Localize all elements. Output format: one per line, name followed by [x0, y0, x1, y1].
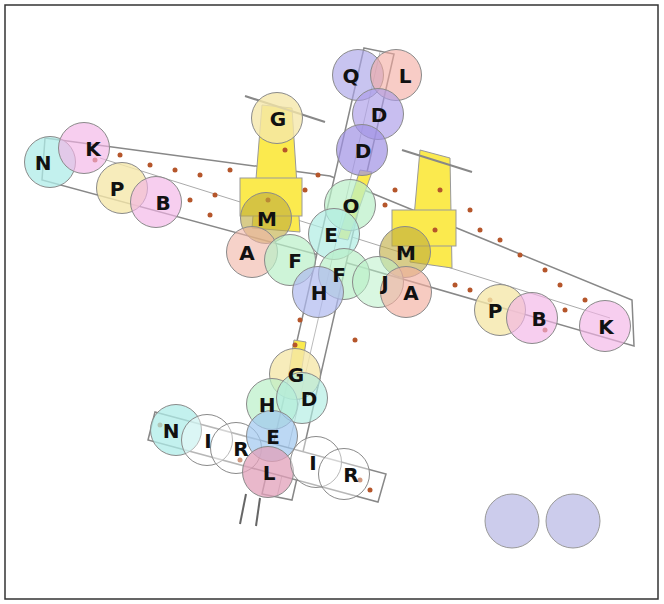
part-letter: D	[337, 125, 389, 177]
label-circle: A	[226, 226, 278, 278]
label-circle: R	[318, 448, 370, 500]
label-circle: I	[181, 414, 233, 466]
label-circle: N	[150, 404, 202, 456]
part-letter: E	[247, 411, 299, 463]
label-circle: K	[579, 300, 631, 352]
label-circle: I	[290, 436, 342, 488]
part-letter: R	[325, 449, 377, 501]
label-circle: F	[264, 234, 316, 286]
label-circle: A	[380, 266, 432, 318]
part-letter: N	[145, 405, 197, 457]
part-letter: K	[580, 301, 632, 353]
part-letter: E	[305, 209, 357, 261]
label-circle: P	[96, 162, 148, 214]
part-letter: L	[243, 447, 295, 499]
part-letter: I	[287, 437, 339, 489]
part-letter: P	[469, 285, 521, 337]
label-circle: Q	[332, 49, 384, 101]
part-letter: A	[385, 267, 437, 319]
label-circle: J	[352, 256, 404, 308]
label-circle: H	[246, 378, 298, 430]
part-letter: H	[241, 379, 293, 431]
part-letter: B	[137, 177, 189, 229]
part-letter: P	[91, 163, 143, 215]
label-circle: E	[246, 410, 298, 462]
label-circle: L	[242, 446, 294, 498]
part-letter: I	[182, 415, 234, 467]
part-letter: N	[17, 137, 69, 189]
label-circle: B	[130, 176, 182, 228]
label-circle: M	[379, 226, 431, 278]
label-circle: H	[292, 266, 344, 318]
part-letter: D	[353, 89, 405, 141]
label-circle: N	[24, 136, 76, 188]
label-circle: B	[506, 292, 558, 344]
label-circle: E	[308, 208, 360, 260]
part-letter: F	[269, 235, 321, 287]
part-letter: K	[67, 123, 119, 175]
part-letter: H	[293, 267, 345, 319]
part-letter: D	[283, 373, 335, 425]
label-circle: P	[474, 284, 526, 336]
part-letter: L	[379, 50, 431, 102]
label-circle: D	[336, 124, 388, 176]
part-letter: M	[241, 193, 293, 245]
part-letter: B	[513, 293, 565, 345]
label-circle: G	[251, 92, 303, 144]
part-letter: G	[252, 93, 304, 145]
part-letter: Q	[325, 50, 377, 102]
label-circle: D	[352, 88, 404, 140]
label-circle: M	[240, 192, 292, 244]
label-circle: R	[210, 422, 262, 474]
label-circle: K	[58, 122, 110, 174]
part-letter: J	[359, 257, 411, 309]
part-letter: A	[221, 227, 273, 279]
part-letter: R	[215, 423, 267, 475]
label-circle: D	[276, 372, 328, 424]
